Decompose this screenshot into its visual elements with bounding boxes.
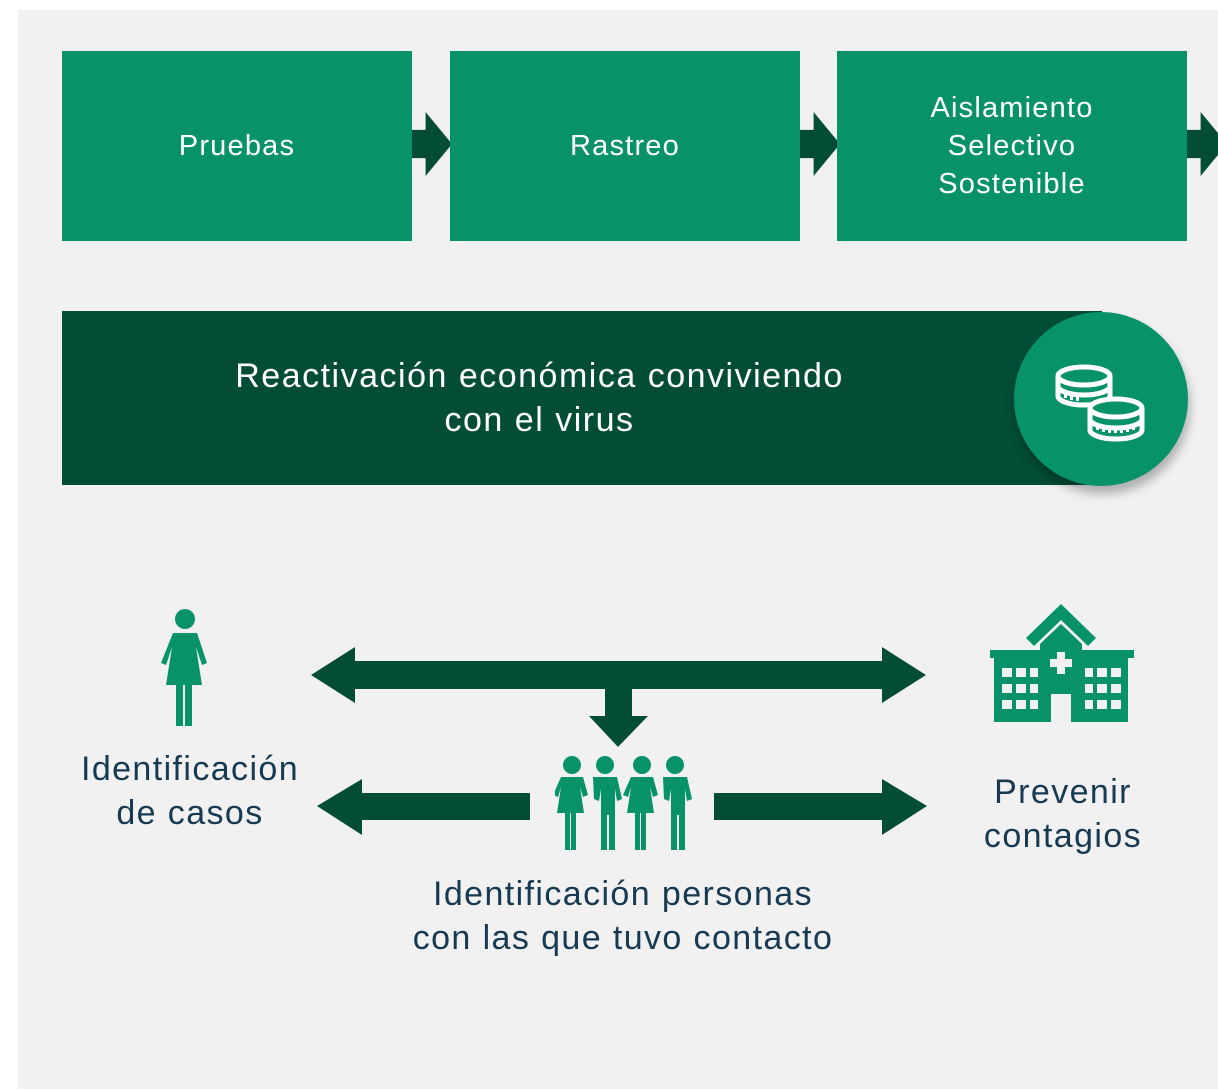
label-identificacion-contactos: Identificación personas con las que tuvo… bbox=[412, 875, 834, 957]
label-identificacion-casos: Identificación de casos bbox=[80, 750, 300, 832]
flow-arrows bbox=[311, 647, 927, 835]
coin-badge bbox=[1014, 312, 1188, 486]
step-pruebas: Pruebas bbox=[62, 51, 412, 241]
reactivation-banner bbox=[62, 311, 1102, 485]
hospital-icon bbox=[990, 604, 1134, 722]
step-aislamiento: Aislamiento Selectivo Sostenible bbox=[837, 51, 1187, 241]
right-arrow bbox=[714, 779, 927, 835]
people-group-icon bbox=[555, 756, 692, 850]
banner-text: Reactivación económica conviviendo con e… bbox=[235, 357, 844, 439]
down-arrow bbox=[589, 689, 648, 747]
top-double-arrow bbox=[311, 647, 926, 703]
left-arrow bbox=[317, 779, 530, 835]
coins-icon bbox=[1055, 364, 1145, 442]
step-rastreo: Rastreo bbox=[450, 51, 800, 241]
label-prevenir-contagios: Prevenir contagios bbox=[983, 773, 1143, 855]
diagram-canvas: Pruebas Rastreo Aislamiento Selectivo So… bbox=[18, 10, 1218, 1089]
person-icon bbox=[161, 609, 207, 726]
